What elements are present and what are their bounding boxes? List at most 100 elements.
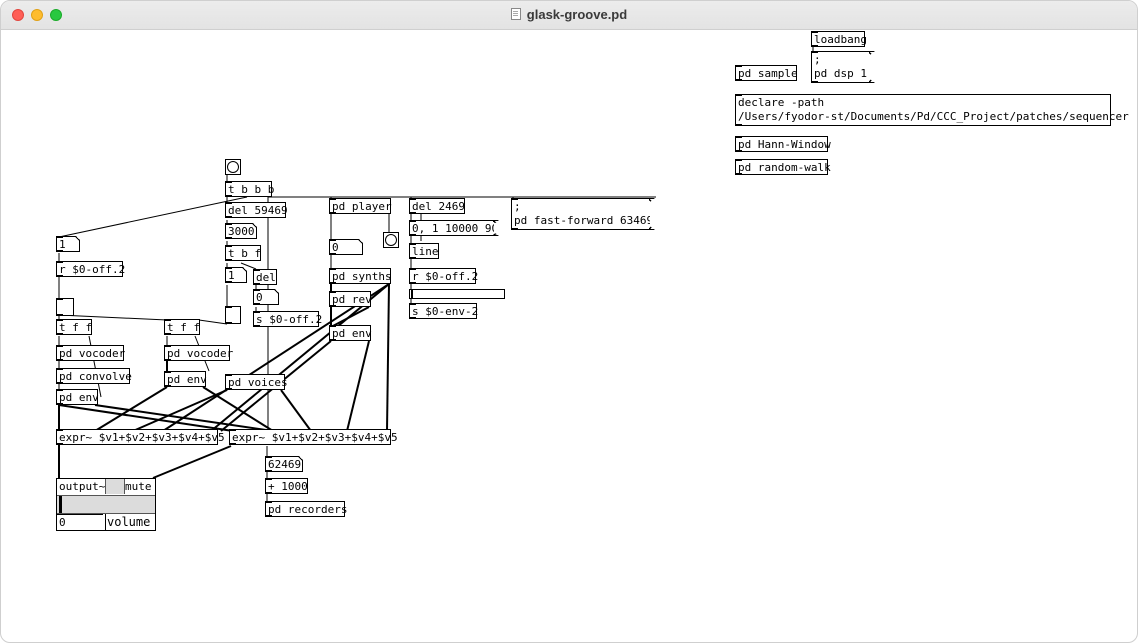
del-59469-object[interactable]: del 59469: [225, 202, 288, 218]
progress-hslider[interactable]: [409, 289, 505, 299]
trigger-bf-object[interactable]: t b f: [225, 245, 261, 261]
inlet-port: [409, 303, 416, 305]
inlet-port: [329, 325, 336, 327]
outlet-port: [329, 339, 336, 341]
inlet-port: [253, 289, 260, 291]
outlet-port: [265, 492, 272, 494]
number-62469[interactable]: 62469: [265, 456, 303, 472]
inlet-port: [164, 371, 171, 373]
outlet-port: [329, 253, 336, 255]
inlet-port: [225, 267, 232, 269]
inlet-port: [409, 198, 416, 200]
outlet-port: [164, 385, 171, 387]
declare-object[interactable]: declare -path /Users/fyodor-st/Documents…: [735, 94, 1129, 126]
outlet-port: [56, 314, 63, 316]
number-1-mid[interactable]: 1: [225, 267, 247, 283]
inlet-port: [164, 319, 171, 321]
inlet-port: [735, 65, 742, 67]
start-bang[interactable]: [225, 159, 241, 175]
outlet-port: [329, 305, 336, 307]
outlet-port: [56, 403, 63, 405]
send-off2-object[interactable]: s $0-off.2: [253, 311, 322, 327]
pd-env-left[interactable]: pd env: [56, 389, 99, 405]
document-icon: [510, 8, 521, 20]
trigger-bbb-object[interactable]: t b b b: [225, 181, 274, 197]
number-3000[interactable]: 3000: [225, 223, 257, 239]
inlet-port: [253, 311, 260, 313]
outlet-port: [225, 237, 232, 239]
pd-vocoder-left[interactable]: pd vocoder: [56, 345, 125, 361]
send-env2-object[interactable]: s $0-env-2: [409, 303, 478, 319]
plus-1000-object[interactable]: + 1000: [265, 478, 308, 494]
ramp-message[interactable]: 0, 1 10000 90: [409, 220, 499, 236]
mute-toggle[interactable]: [105, 479, 125, 494]
pd-sample-subpatch[interactable]: pd sample: [735, 65, 798, 81]
hslider-knob: [411, 290, 413, 298]
pd-hann-window-subpatch[interactable]: pd Hann-Window: [735, 136, 831, 152]
volume-number-corner: [97, 514, 106, 530]
close-button[interactable]: [12, 9, 24, 21]
outlet-port: [811, 45, 818, 47]
inlet-port: [56, 389, 63, 391]
pd-synths-subpatch[interactable]: pd synths: [329, 268, 392, 284]
inlet-port: [56, 429, 63, 431]
pd-player-subpatch[interactable]: pd player: [329, 198, 392, 214]
minimize-button[interactable]: [31, 9, 43, 21]
pd-recorders-subpatch[interactable]: pd recorders: [265, 501, 347, 517]
loadbang-object[interactable]: loadbang: [811, 31, 867, 47]
pd-env-mid[interactable]: pd env: [164, 371, 207, 387]
del-2469-object[interactable]: del 2469: [409, 198, 465, 214]
inlet-port: [735, 159, 742, 161]
number-0-player[interactable]: 0: [329, 239, 363, 255]
inlet-port: [265, 478, 272, 480]
number-0-mid[interactable]: 0: [253, 289, 279, 305]
expr-sum-right[interactable]: expr~ $v1+$v2+$v3+$v4+$v5: [229, 429, 398, 445]
output-abstraction[interactable]: output~ mute 0 volume: [56, 478, 156, 531]
pd-voices-subpatch[interactable]: pd voices: [225, 374, 288, 390]
inlet-port: [409, 268, 416, 270]
pd-convolve-subpatch[interactable]: pd convolve: [56, 368, 132, 384]
outlet-port: [253, 303, 260, 305]
outlet-port: [265, 515, 272, 517]
inlet-port: [329, 198, 336, 200]
dsp-on-message[interactable]: ; pd dsp 1: [811, 51, 875, 83]
output-label: output~: [59, 480, 106, 493]
receive-off2-left[interactable]: r $0-off.2: [56, 261, 125, 277]
inlet-port: [225, 223, 232, 225]
number-1-left[interactable]: 1: [56, 236, 80, 252]
empty-object-left[interactable]: [56, 298, 74, 316]
outlet-port: [164, 359, 171, 361]
meter-indicator: [59, 496, 62, 513]
pd-random-walk-subpatch[interactable]: pd random-walk: [735, 159, 831, 175]
title-bar[interactable]: glask-groove.pd: [1, 1, 1137, 30]
pd-env-synth[interactable]: pd env: [329, 325, 372, 341]
inlet-port: [735, 136, 742, 138]
trigger-ff-left[interactable]: t f f: [56, 319, 92, 335]
player-bang[interactable]: [383, 232, 399, 248]
outlet-port: [229, 443, 236, 445]
del-object[interactable]: del: [253, 269, 277, 285]
outlet-port: [164, 333, 171, 335]
outlet-port: [56, 333, 63, 335]
fast-forward-message[interactable]: ; pd fast-forward 63469: [511, 198, 655, 230]
outlet-port: [735, 79, 742, 81]
zoom-button[interactable]: [50, 9, 62, 21]
inlet-port: [811, 31, 818, 33]
outlet-port: [56, 443, 63, 445]
outlet-port: [735, 124, 742, 126]
outlet-port: [735, 150, 742, 152]
inlet-port: [56, 298, 63, 300]
outlet-port: [735, 173, 742, 175]
expr-sum-left[interactable]: expr~ $v1+$v2+$v3+$v4+$v5: [56, 429, 225, 445]
empty-object-mid[interactable]: [225, 306, 241, 324]
pd-vocoder-right[interactable]: pd vocoder: [164, 345, 233, 361]
line-object[interactable]: line: [409, 243, 439, 259]
pd-rev-subpatch[interactable]: pd rev: [329, 291, 372, 307]
outlet-port: [56, 275, 63, 277]
volume-number[interactable]: 0: [57, 514, 103, 530]
trigger-ff-right[interactable]: t f f: [164, 319, 200, 335]
outlet-port: [225, 322, 232, 324]
inlet-port: [735, 94, 742, 96]
receive-off2-right[interactable]: r $0-off.2: [409, 268, 478, 284]
